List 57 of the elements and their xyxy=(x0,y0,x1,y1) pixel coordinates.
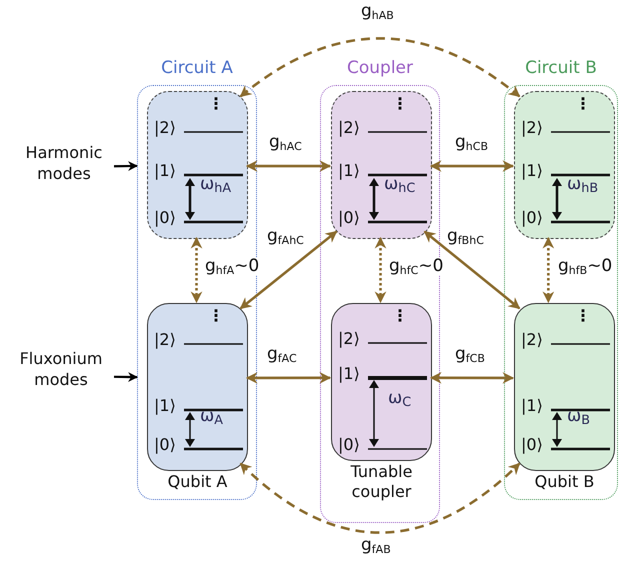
frequency-label: ω$_{B}$ xyxy=(567,408,590,425)
state-label: |2⟩ xyxy=(338,120,360,136)
ellipsis: ⋮ xyxy=(575,308,591,324)
box-caption: Tunable coupler xyxy=(350,462,414,502)
arrow xyxy=(114,372,138,382)
state-label: |0⟩ xyxy=(521,437,543,453)
state-label: |1⟩ xyxy=(521,163,543,179)
dashed-arrow xyxy=(190,236,202,304)
edge-label: g$_{hfC}$~0 xyxy=(388,258,444,275)
energy-level-box xyxy=(331,91,432,239)
dashed-arrow xyxy=(240,37,520,98)
group-title: Coupler xyxy=(346,57,414,80)
energy-level-box xyxy=(514,91,615,239)
ellipsis: ⋮ xyxy=(208,308,224,324)
state-label: |2⟩ xyxy=(338,331,360,347)
state-label: |0⟩ xyxy=(338,437,360,453)
state-label: |1⟩ xyxy=(154,163,176,179)
group-title: Circuit A xyxy=(160,57,234,80)
arrow xyxy=(240,230,338,310)
dashed-arrow xyxy=(374,236,386,304)
state-label: |0⟩ xyxy=(154,210,176,226)
ellipsis: ⋮ xyxy=(392,308,408,324)
box-caption: Qubit B xyxy=(534,472,596,492)
state-label: |2⟩ xyxy=(521,332,543,348)
state-label: |0⟩ xyxy=(154,437,176,453)
energy-level-box xyxy=(147,91,248,239)
state-label: |1⟩ xyxy=(338,163,360,179)
arrow xyxy=(424,230,520,310)
state-label: |2⟩ xyxy=(521,120,543,136)
edge-label: g$_{hfB}$~0 xyxy=(557,258,614,275)
ellipsis: ⋮ xyxy=(208,96,224,112)
state-label: |0⟩ xyxy=(338,210,360,226)
mode-label: Harmonic modes xyxy=(24,142,104,184)
frequency-label: ω$_{A}$ xyxy=(200,408,223,425)
dashed-arrow xyxy=(542,236,554,304)
ellipsis: ⋮ xyxy=(575,96,591,112)
arrow xyxy=(246,160,332,172)
ellipsis: ⋮ xyxy=(392,96,408,112)
group-title: Circuit B xyxy=(524,57,598,80)
dashed-arrow xyxy=(240,462,520,534)
frequency-label: ω$_{C}$ xyxy=(388,390,412,407)
arrow xyxy=(246,372,332,384)
arrow xyxy=(114,161,138,171)
state-label: |1⟩ xyxy=(154,398,176,414)
edge-label: g$_{hfA}$~0 xyxy=(204,258,260,275)
state-label: |2⟩ xyxy=(154,120,176,136)
frequency-label: ω$_{hC}$ xyxy=(384,176,416,193)
arrow xyxy=(430,160,514,172)
state-label: |1⟩ xyxy=(338,366,360,382)
frequency-label: ω$_{hA}$ xyxy=(200,176,232,193)
mode-label: Fluxonium modes xyxy=(18,348,104,390)
state-label: |2⟩ xyxy=(154,332,176,348)
box-caption: Qubit A xyxy=(166,472,228,492)
arrow xyxy=(430,372,514,384)
state-label: |0⟩ xyxy=(521,210,543,226)
frequency-label: ω$_{hB}$ xyxy=(567,176,598,193)
state-label: |1⟩ xyxy=(521,398,543,414)
